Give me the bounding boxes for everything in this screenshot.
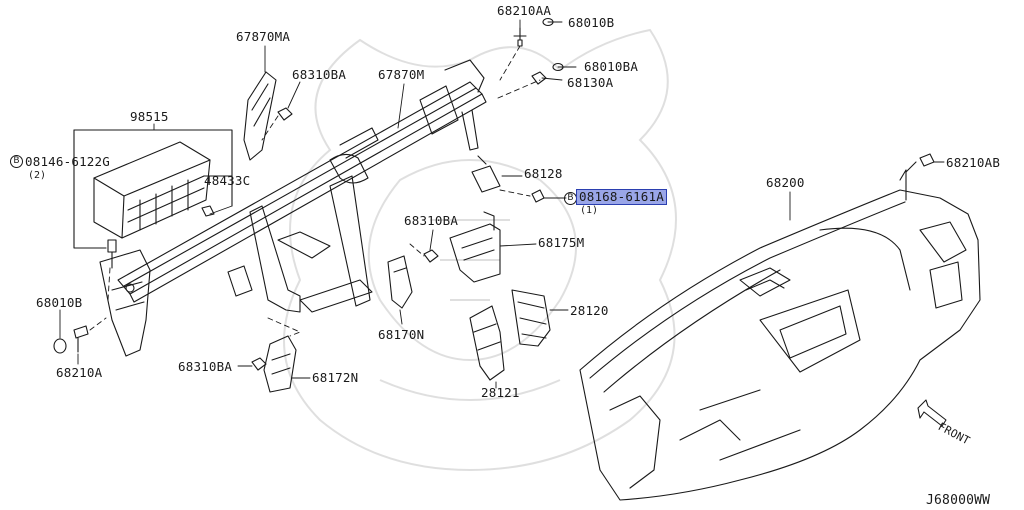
label-68310BA-bot[interactable]: 68310BA bbox=[178, 359, 233, 374]
label-68010BA[interactable]: 68010BA bbox=[584, 59, 639, 74]
label-48433C[interactable]: 48433C bbox=[204, 173, 251, 188]
label-68210A[interactable]: 68210A bbox=[56, 365, 103, 380]
label-68310BA-top[interactable]: 68310BA bbox=[292, 67, 347, 82]
label-08168-6161A-highlighted[interactable]: 08168-6161A bbox=[576, 189, 667, 205]
label-68010B-left[interactable]: 68010B bbox=[36, 295, 83, 310]
small-brackets bbox=[263, 155, 551, 393]
label-98515[interactable]: 98515 bbox=[130, 109, 169, 124]
label-08146-6122G[interactable]: 08146-6122G bbox=[25, 154, 110, 169]
label-68172N[interactable]: 68172N bbox=[312, 370, 359, 385]
qty-08168: (1) bbox=[580, 205, 599, 216]
front-arrow-icon bbox=[917, 399, 947, 427]
instrument-panel-68200 bbox=[579, 169, 981, 501]
label-28120[interactable]: 28120 bbox=[570, 303, 609, 318]
label-68170N[interactable]: 68170N bbox=[378, 327, 425, 342]
label-68310BA-mid[interactable]: 68310BA bbox=[404, 213, 459, 228]
label-68210AA[interactable]: 68210AA bbox=[497, 3, 552, 18]
qty-08146: (2) bbox=[28, 170, 47, 181]
fasteners bbox=[53, 17, 935, 371]
label-28121[interactable]: 28121 bbox=[481, 385, 520, 400]
label-68210AB[interactable]: 68210AB bbox=[946, 155, 1001, 170]
bolt-symbol-b-highlighted: B bbox=[564, 192, 577, 205]
label-67870MA[interactable]: 67870MA bbox=[236, 29, 291, 44]
label-68010B-top[interactable]: 68010B bbox=[568, 15, 615, 30]
label-67870M[interactable]: 67870M bbox=[378, 67, 425, 82]
airbag-module-98515 bbox=[73, 129, 233, 249]
label-68130A[interactable]: 68130A bbox=[567, 75, 614, 90]
label-68175M[interactable]: 68175M bbox=[538, 235, 585, 250]
label-68128[interactable]: 68128 bbox=[524, 166, 563, 181]
bolt-symbol-b: B bbox=[10, 155, 23, 168]
label-68200[interactable]: 68200 bbox=[766, 175, 805, 190]
steering-member-67870M bbox=[99, 59, 487, 357]
diagram-code: J68000WW bbox=[926, 493, 991, 508]
leader-lines bbox=[59, 19, 945, 389]
